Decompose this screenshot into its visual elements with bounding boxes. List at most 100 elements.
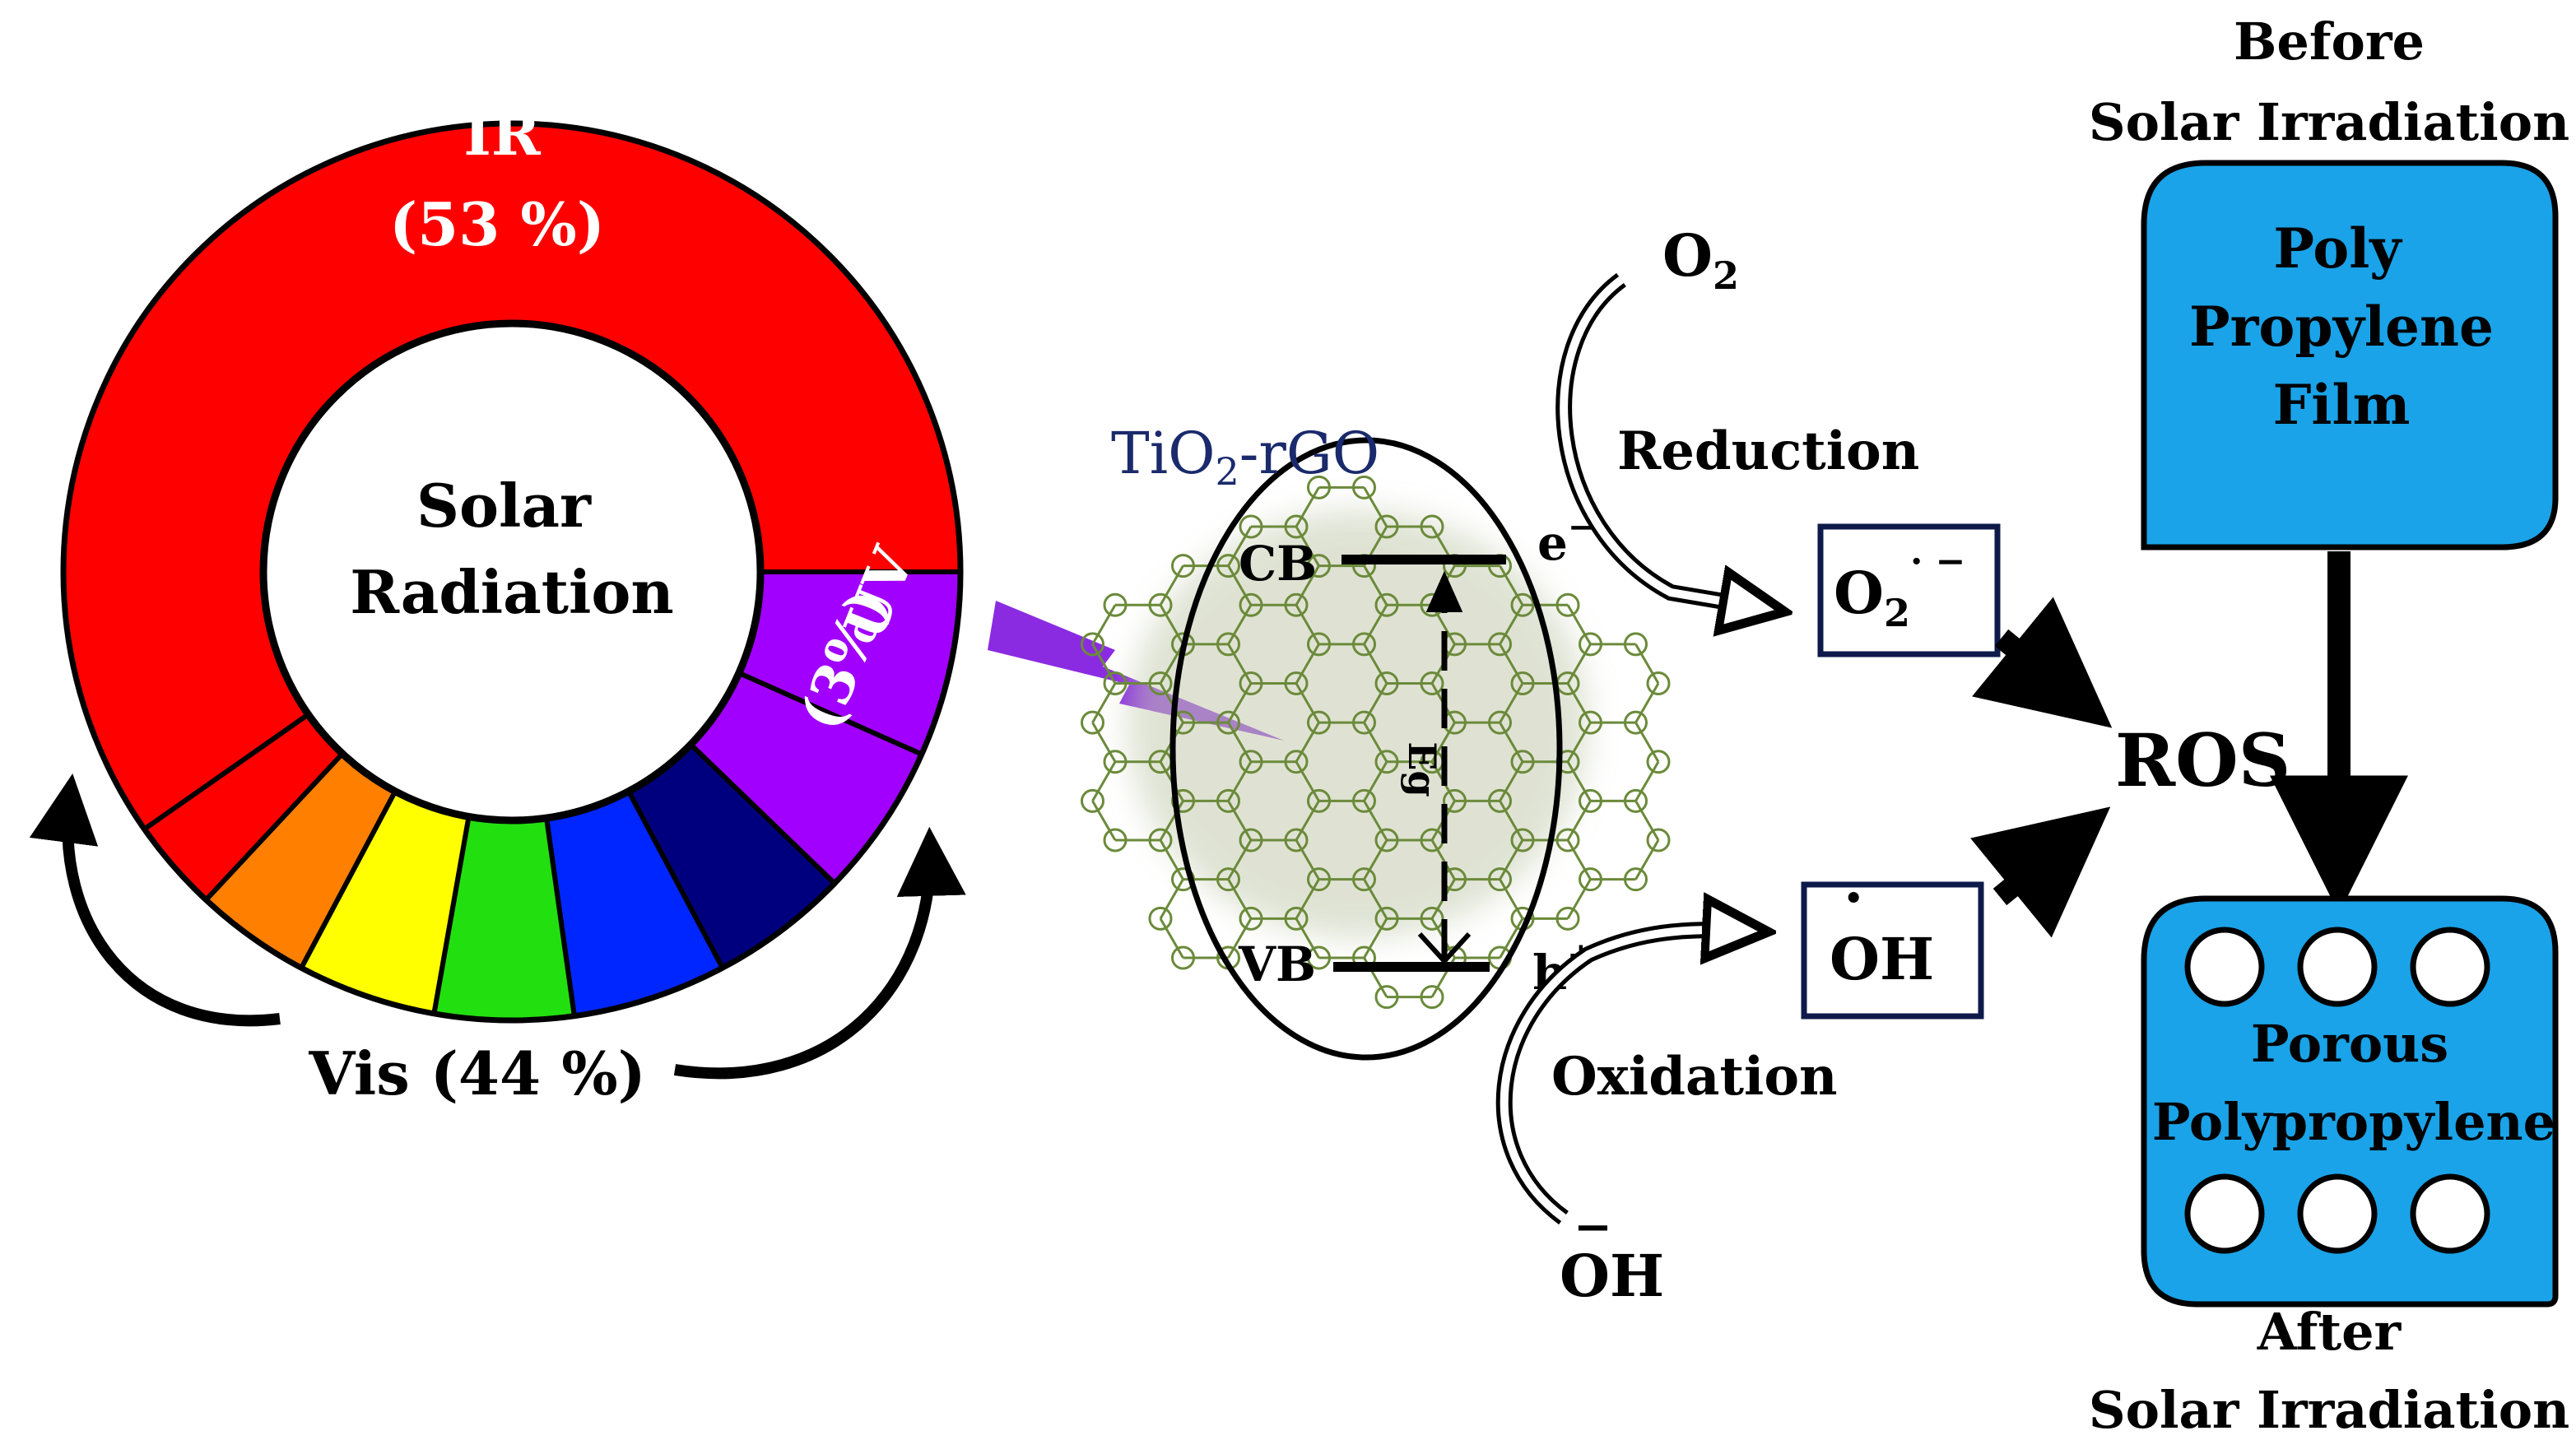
pore [2184, 1173, 2265, 1254]
film-box-before [2141, 160, 2559, 550]
graphene-atom [1216, 632, 1240, 657]
film-label-line1: Poly [2273, 216, 2402, 281]
graphene-atom [1579, 632, 1602, 657]
graphene-bond [1295, 800, 1320, 841]
graphene-bond [1566, 604, 1592, 645]
graphene-atom [1284, 671, 1309, 696]
graphene-bond [1295, 604, 1320, 645]
graphene-atom [1624, 867, 1648, 892]
graphene-bond [1566, 839, 1592, 880]
graphene-atom [1374, 671, 1399, 696]
graphene-bond [1091, 643, 1117, 685]
graphene-atom [1420, 985, 1444, 1010]
oxidation-arrow [1500, 930, 1761, 1222]
oxidation-label: Oxidation [1551, 1046, 1838, 1108]
graphene-atom [1148, 592, 1173, 617]
graphene-atom [1216, 554, 1240, 578]
superoxide-box [1817, 523, 2001, 657]
graphene-atom [1307, 475, 1331, 499]
graphene-bond [1295, 839, 1320, 880]
graphene-bond [1091, 722, 1117, 763]
graphene-bond [1499, 878, 1524, 920]
oxygen-label: O2 [1662, 221, 1739, 298]
graphene-atom [1374, 985, 1399, 1010]
band-gap-arrow-down-head [1417, 931, 1472, 965]
graphene-atom [1307, 867, 1331, 892]
graphene-atom [1374, 828, 1399, 852]
graphene-bond [1227, 917, 1253, 959]
graphene-bond [1363, 722, 1388, 763]
redox-reactions: O2 Reduction O2· − Oxidation OH · OH − R… [1495, 221, 2290, 1310]
ros-label: ROS [2115, 718, 2290, 803]
graphene-bond [1295, 526, 1320, 567]
graphene-bond [1363, 604, 1388, 645]
graphene-bond [1295, 878, 1320, 920]
graphene-bond [1363, 800, 1388, 841]
graphene-atom [1555, 828, 1580, 852]
pore-row-bottom [2184, 1173, 2490, 1254]
graphene-atom [1103, 750, 1128, 774]
graphene-bond [1091, 604, 1117, 645]
superoxide-label: O2· − [1834, 541, 1966, 635]
graphene-bond [1295, 643, 1320, 685]
ir-percent-label: (53 %) [389, 189, 605, 259]
graphene-atom [1624, 632, 1648, 657]
graphene-atom [1171, 788, 1195, 813]
graphene-atom [1307, 632, 1331, 657]
catalyst-ellipse [1169, 437, 1563, 1061]
graphene-bond [1499, 800, 1524, 841]
graphene-atom [1624, 788, 1648, 813]
graphene-atom [1307, 710, 1331, 735]
pore [2297, 927, 2378, 1007]
graphene-atom [1307, 788, 1331, 813]
graphene-bond [1295, 917, 1320, 959]
graphene-atom [1374, 750, 1399, 774]
graphene-atom [1352, 632, 1376, 657]
graphene-bond [1227, 526, 1253, 567]
graphene-bond [1227, 564, 1253, 606]
vis-curved-arrow-right [673, 826, 966, 1080]
hydroxide-label: OH [1560, 1242, 1664, 1310]
graphene-bond [1159, 800, 1184, 841]
reduction-label: Reduction [1617, 420, 1919, 482]
graphene-bond [1499, 722, 1524, 763]
graphene-atom [1420, 906, 1444, 931]
graphene-bond [1363, 643, 1388, 685]
graphene-bond [1159, 839, 1184, 880]
graphene-bond [1566, 878, 1592, 920]
vis-curved-arrow-left [29, 773, 281, 1027]
graphene-bond [1566, 722, 1592, 763]
graphene-atom [1579, 788, 1602, 813]
graphene-atom [1148, 906, 1173, 931]
graphene-atom [1579, 710, 1602, 735]
graphene-atom [1420, 514, 1444, 539]
graphene-bond [1227, 643, 1253, 685]
graphene-bond [1295, 761, 1320, 802]
graphene-bond [1499, 761, 1524, 802]
graphene-atom [1374, 592, 1399, 617]
vb-label: VB [1238, 936, 1316, 992]
pore [2410, 927, 2490, 1007]
graphene-bond [1227, 878, 1253, 920]
cb-label: CB [1239, 536, 1317, 592]
pore-row-top [2184, 927, 2490, 1007]
graphene-bond [1634, 761, 1660, 802]
graphene-atom [1488, 788, 1512, 813]
graphene-bond [1499, 604, 1524, 645]
graphene-bond [1295, 722, 1320, 763]
graphene-bond [1091, 800, 1117, 841]
band-gap-label: Eg [1400, 741, 1444, 797]
graphene-atom [1081, 710, 1104, 735]
graphene-bond [1363, 682, 1388, 723]
graphene-bond [1227, 682, 1253, 723]
graphene-bond [1634, 839, 1660, 880]
graphene-bond [1566, 800, 1592, 841]
graphene-bond [1159, 564, 1184, 606]
graphene-bond [1159, 682, 1184, 723]
donut-outer-ring [60, 120, 964, 1024]
graphene-bond [1499, 917, 1524, 959]
graphene-atom [1239, 671, 1263, 696]
graphene-bond [1091, 761, 1117, 802]
graphene-bond [1499, 564, 1524, 606]
graphene-bond [1295, 682, 1320, 723]
